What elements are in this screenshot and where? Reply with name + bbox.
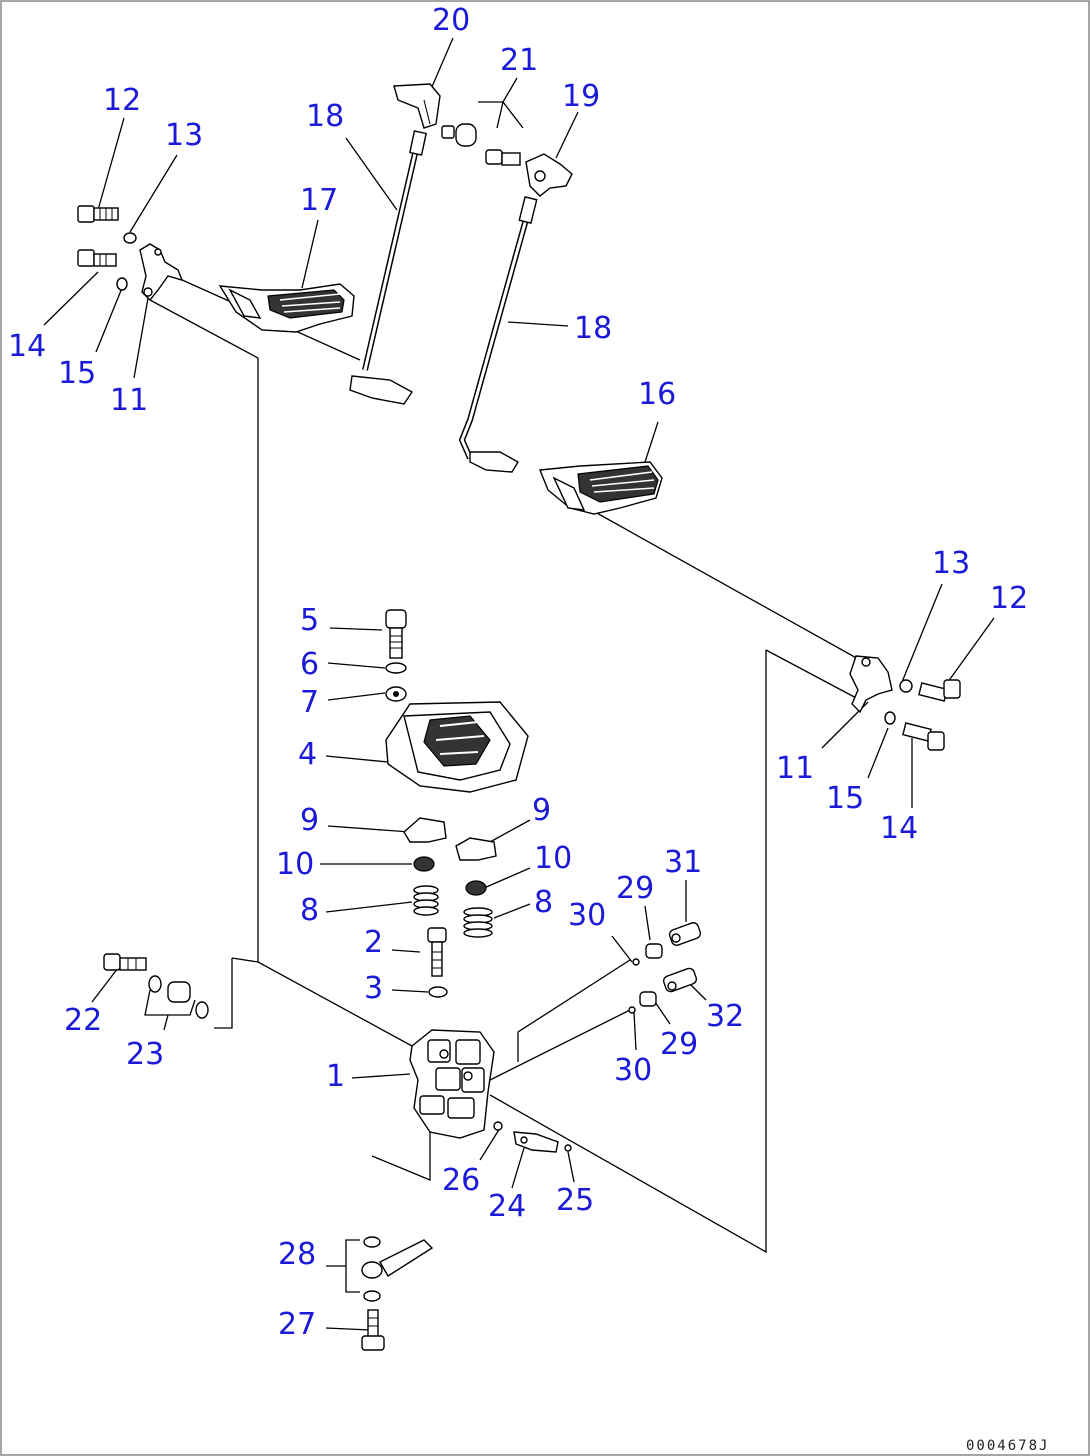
callout-11: 11: [776, 751, 814, 786]
seat-10-right: [465, 880, 487, 896]
fitting-29-upper: [645, 943, 663, 959]
callout-8: 8: [300, 893, 319, 928]
callout-14: 14: [880, 811, 918, 846]
pin-26: [493, 1121, 503, 1131]
bracket-11-right: [849, 655, 893, 714]
callout-4: 4: [298, 737, 317, 772]
fittings-right: [628, 922, 702, 1014]
right-pedal-assembly: [458, 196, 961, 751]
reference-code: 0004678J: [966, 1438, 1049, 1454]
callout-10: 10: [534, 841, 572, 876]
rod-end-28: [361, 1236, 434, 1302]
callout-7: 7: [300, 685, 319, 720]
callout-32: 32: [706, 999, 744, 1034]
callout-29: 29: [616, 871, 654, 906]
washer-15-left: [116, 277, 128, 291]
washer-13-right: [899, 679, 913, 693]
callout-10: 10: [276, 847, 314, 882]
washer-13-left: [123, 232, 137, 244]
washer-6: [385, 662, 407, 674]
bushing-23: [148, 975, 209, 1019]
seat-10-left: [413, 856, 435, 872]
callout-24: 24: [488, 1189, 526, 1224]
callout-31: 31: [664, 845, 702, 880]
callout-18: 18: [306, 99, 344, 134]
valve-body-1: [409, 1029, 495, 1139]
bolt-27: [361, 1309, 385, 1351]
spring-8-left: [413, 885, 439, 916]
rod-end-19: [525, 153, 573, 197]
callout-30: 30: [568, 898, 606, 933]
callout-6: 6: [300, 647, 319, 682]
fitting-32: [662, 967, 698, 993]
fitting-31: [668, 922, 702, 946]
callout-17: 17: [300, 183, 338, 218]
rod-18-left: [349, 130, 427, 405]
washer-3: [428, 986, 448, 998]
callout-5: 5: [300, 603, 319, 638]
callout-1: 1: [326, 1059, 345, 1094]
pedal-16: [539, 461, 663, 515]
callout-11: 11: [110, 383, 148, 418]
left-pedal-assembly: [77, 130, 427, 405]
fitting-29-lower: [639, 991, 657, 1007]
pin-25: [564, 1144, 572, 1152]
callout-20: 20: [432, 3, 470, 38]
plate-9-left: [403, 817, 447, 843]
lower-link: [493, 1121, 572, 1153]
callout-18: 18: [574, 311, 612, 346]
valve-stack: [385, 609, 529, 1139]
callout-13: 13: [932, 546, 970, 581]
bolt-12-right: [918, 679, 961, 702]
callout-15: 15: [58, 356, 96, 391]
callout-2: 2: [364, 925, 383, 960]
callout-15: 15: [826, 781, 864, 816]
bolt-14-right: [902, 722, 945, 751]
rod-end-20: [393, 83, 441, 129]
callout-9: 9: [300, 803, 319, 838]
callout-13: 13: [165, 118, 203, 153]
bolt-12-left: [77, 205, 119, 223]
cover-4: [385, 701, 529, 793]
callout-28: 28: [278, 1237, 316, 1272]
bolt-14-left: [77, 249, 117, 267]
callout-19: 19: [562, 79, 600, 114]
callout-21: 21: [500, 43, 538, 78]
callout-labels: 20 21 19 12 13 18 17 14 15 11 18 16 13 1…: [8, 3, 1028, 1342]
callout-29: 29: [660, 1027, 698, 1062]
callout-27: 27: [278, 1307, 316, 1342]
callout-23: 23: [126, 1037, 164, 1072]
plate-9-right: [455, 837, 497, 861]
pedal-17: [218, 283, 355, 333]
callout-14: 14: [8, 329, 46, 364]
assembly-lines: [149, 269, 861, 1254]
washer-15-right: [884, 711, 896, 725]
callout-12: 12: [103, 83, 141, 118]
bolt-2: [427, 927, 447, 977]
bolt-5: [385, 609, 407, 659]
callout-30: 30: [614, 1053, 652, 1088]
callout-9: 9: [532, 793, 551, 828]
bolt-22: [103, 953, 147, 971]
callout-22: 22: [64, 1003, 102, 1038]
pin-30-lower: [628, 1006, 636, 1014]
callout-3: 3: [364, 971, 383, 1006]
nuts-21: [441, 123, 521, 166]
callout-8: 8: [534, 885, 553, 920]
callout-12: 12: [990, 581, 1028, 616]
callout-26: 26: [442, 1163, 480, 1198]
callout-25: 25: [556, 1183, 594, 1218]
rod-18-right: [458, 196, 538, 473]
spring-8-right: [463, 907, 493, 938]
pin-30-upper: [632, 958, 640, 966]
leader-lines: [43, 37, 995, 1331]
link-24: [513, 1131, 559, 1153]
callout-16: 16: [638, 377, 676, 412]
